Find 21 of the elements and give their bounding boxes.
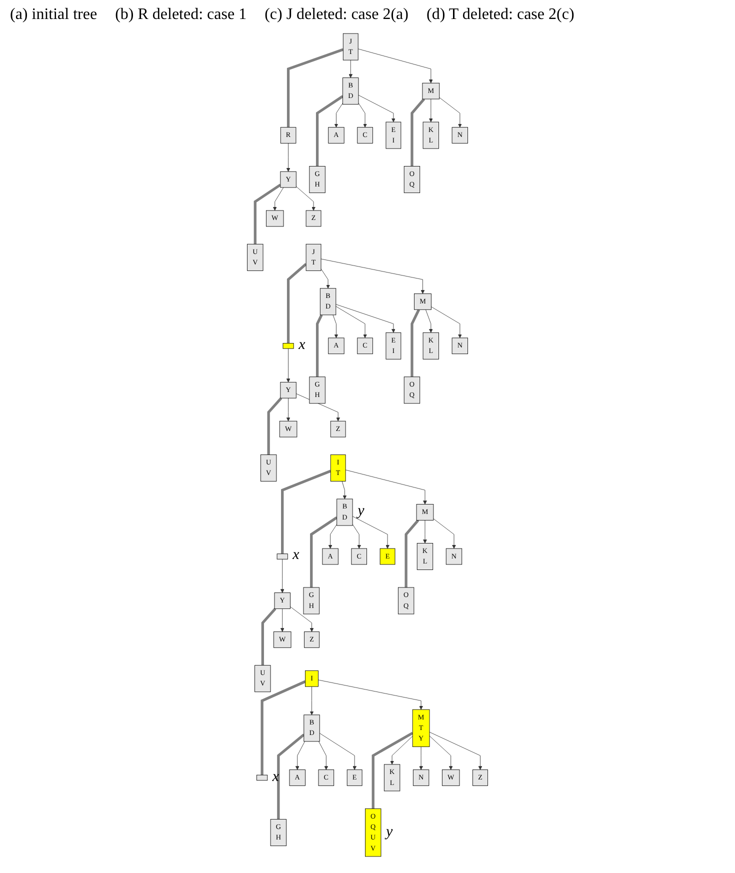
node-marker-label: x [298,338,306,353]
connector [254,184,282,244]
node-marker-label: y [386,824,393,840]
panel-heading: (a) initial tree [10,6,98,24]
panel-heading: (b) R deleted: case 1 [115,6,247,24]
node-marker-label: x [292,548,300,564]
node-box [282,343,294,349]
connector [410,98,426,166]
connector [410,309,420,377]
panel-heading: (c) J deleted: case 2(a) [264,6,408,24]
node-marker-label: x [272,770,280,785]
connector [267,397,282,455]
node-marker-label: y [358,504,364,520]
connector [404,519,420,588]
connector [286,262,307,344]
node-box [256,774,268,781]
connector [261,608,276,666]
connector [316,314,323,377]
panel-heading: (d) T deleted: case 2(c) [426,6,574,24]
connector [281,470,332,554]
node-box [276,554,288,560]
